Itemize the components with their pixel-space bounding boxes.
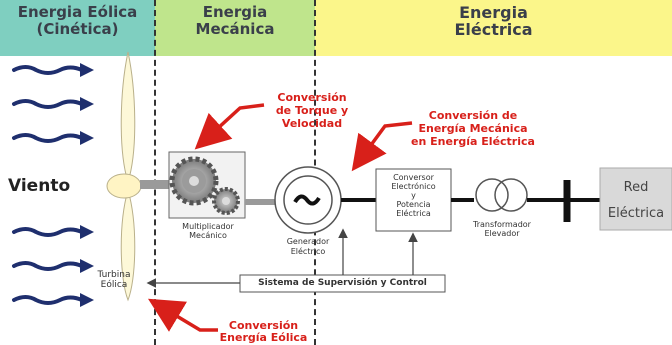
red-electrica-label: Red Eléctrica <box>607 180 665 221</box>
turbina-label: Turbina Eólica <box>97 270 131 290</box>
band-eolica-title: Energia Eólica (Cinética) <box>17 3 138 38</box>
band-electrica: Energia Eléctrica <box>315 0 672 56</box>
wind-arrow <box>12 65 84 75</box>
gear-small <box>212 187 240 215</box>
transformer-coil-2 <box>494 178 528 212</box>
arrow-mec-elec <box>351 121 413 172</box>
wind-arrow <box>12 295 84 305</box>
band-electrica-title: Energia Eléctrica <box>454 3 533 39</box>
viento-label: Viento <box>8 176 71 196</box>
arrow-torque <box>194 103 265 150</box>
multiplicador-label: Multiplicador Mecánico <box>182 222 234 240</box>
wind-arrowheads <box>80 63 94 307</box>
sistema-label: Sistema de Supervisión y Control <box>258 278 427 288</box>
divider-eolica-mecanica <box>154 0 156 345</box>
low-speed-shaft <box>140 180 172 189</box>
gear-large <box>169 156 219 206</box>
conversor-label: Conversor Electrónico y Potencia Eléctri… <box>391 173 436 218</box>
wind-arrows <box>12 65 84 305</box>
arrow-eolica <box>147 298 218 332</box>
conversor-box <box>375 168 452 232</box>
wind-arrow <box>12 261 84 271</box>
annotation-mec-elec: Conversión de Energía Mecánica en Energí… <box>411 109 535 148</box>
red-electrica-box <box>599 167 672 231</box>
transformador-label: Transformador Elevador <box>473 220 531 238</box>
tilde-symbol <box>293 194 321 206</box>
band-mecanica: Energia Mecánica <box>155 0 315 56</box>
high-speed-shaft <box>245 199 277 205</box>
wind-arrow <box>12 227 84 237</box>
wind-arrow <box>12 99 84 109</box>
transformer-coil-1 <box>475 178 509 212</box>
band-mecanica-title: Energia Mecánica <box>195 3 275 38</box>
generador-label: Generador Eléctrico <box>286 237 330 256</box>
annotation-eolica: Conversión Energía Eólica <box>219 319 308 344</box>
annotation-torque: Conversión de Torque y Velocidad <box>275 91 349 130</box>
turbine-hub <box>106 173 142 199</box>
wind-arrow <box>12 133 84 143</box>
turbine-blades <box>120 51 136 302</box>
band-eolica: Energia Eólica (Cinética) <box>0 0 155 56</box>
